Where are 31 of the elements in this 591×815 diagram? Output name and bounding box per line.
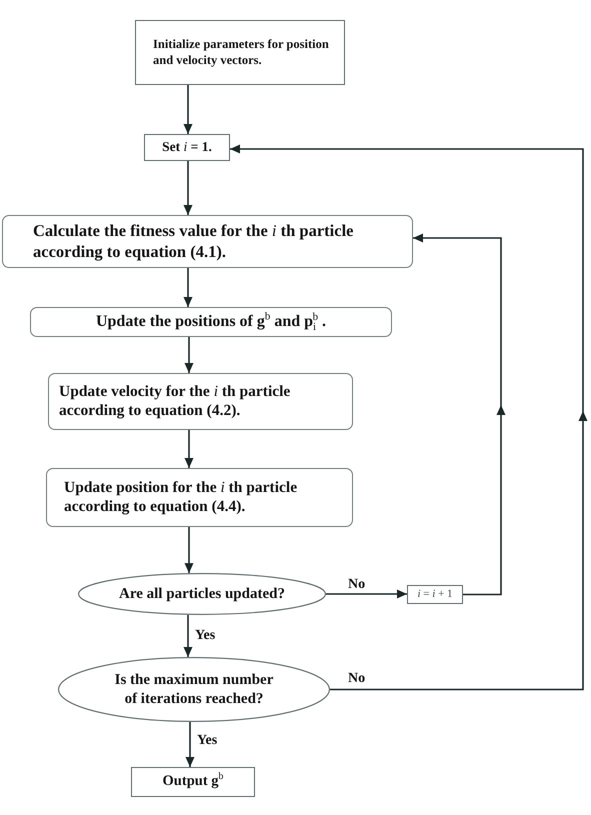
question-text: Is the maximum number of iterations reached? [114, 671, 274, 708]
arrow [184, 161, 192, 215]
arrow [326, 590, 407, 598]
arrow [184, 430, 194, 468]
step-text: Update the positions of g$^{b}$ and p$_{i}$$^{b}$ . [96, 312, 326, 332]
decision-ellipse [58, 657, 330, 722]
arrow [184, 527, 194, 574]
process-box [46, 468, 353, 527]
arrow [184, 85, 192, 134]
arrow [184, 268, 192, 307]
step-text: Set i = 1. [162, 139, 212, 156]
process-box [144, 134, 230, 161]
arrow [184, 337, 194, 373]
process-box [2, 215, 413, 268]
process-box [407, 585, 463, 604]
arrow [230, 144, 588, 690]
step-text: i = i + 1 [417, 588, 453, 602]
question-text: Are all particles updated? [119, 584, 285, 604]
process-box [135, 20, 345, 85]
decision-ellipse [78, 573, 326, 615]
arrow [186, 722, 194, 767]
arrow [184, 614, 192, 658]
arrow [413, 234, 506, 596]
output-box [131, 767, 255, 797]
process-box [48, 373, 353, 430]
step-text: Update position for the i th particle according to equation (4.4). [64, 478, 298, 516]
step-text: Initialize parameters for position and velocity vectors. [153, 37, 330, 68]
step-text: Output g$^{b}$ [162, 773, 224, 791]
process-box [30, 307, 392, 337]
step-text: Update velocity for the i th particle according to equation (4.2). [59, 382, 292, 420]
step-text: Calculate the fitness value for the i th particle according to equation (4.1). [33, 221, 354, 262]
